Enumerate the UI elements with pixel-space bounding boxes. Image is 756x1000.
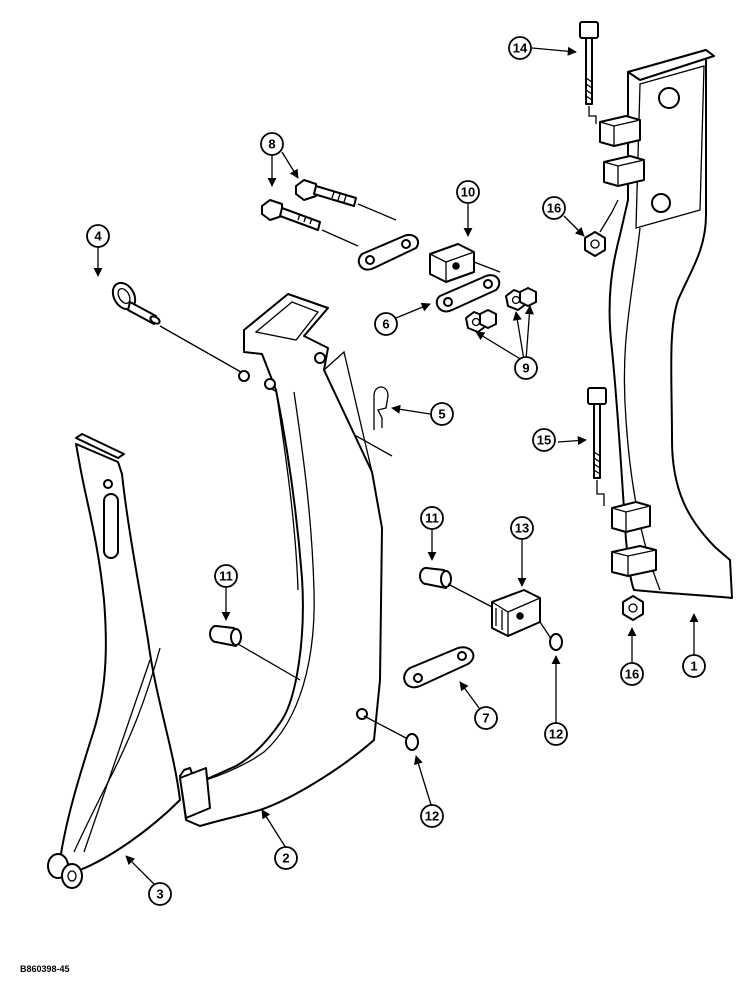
svg-text:1: 1 bbox=[690, 659, 697, 674]
callout-11-right: 11 bbox=[420, 506, 444, 530]
bushing-11-right bbox=[419, 567, 452, 589]
assembly-line bbox=[321, 203, 397, 247]
assembly-line bbox=[596, 480, 605, 506]
callout-11-left: 11 bbox=[214, 564, 238, 588]
callout-12-right: 12 bbox=[544, 722, 568, 746]
svg-text:4: 4 bbox=[94, 229, 102, 244]
callout-13: 13 bbox=[510, 516, 534, 540]
spacer-block-10 bbox=[429, 243, 475, 283]
leader-arrows bbox=[93, 46, 699, 885]
svg-text:10: 10 bbox=[461, 185, 475, 200]
clevis-13 bbox=[491, 589, 541, 637]
svg-text:16: 16 bbox=[547, 201, 561, 216]
callout-3: 3 bbox=[148, 882, 172, 906]
assembly-line bbox=[473, 261, 501, 273]
svg-text:12: 12 bbox=[549, 727, 563, 742]
callout-6: 6 bbox=[374, 312, 398, 336]
assembly-line bbox=[363, 715, 407, 739]
callout-10: 10 bbox=[456, 180, 480, 204]
svg-text:2: 2 bbox=[282, 851, 289, 866]
callout-2: 2 bbox=[274, 846, 298, 870]
hairpin-clip-5 bbox=[373, 386, 389, 430]
bolt-14 bbox=[579, 21, 599, 105]
callout-15: 15 bbox=[532, 428, 556, 452]
bolts-8 bbox=[261, 179, 357, 231]
rings-12 bbox=[405, 633, 563, 751]
svg-text:15: 15 bbox=[537, 433, 551, 448]
callout-5: 5 bbox=[430, 402, 454, 426]
svg-text:12: 12 bbox=[425, 809, 439, 824]
svg-text:6: 6 bbox=[382, 317, 389, 332]
callout-9: 9 bbox=[514, 356, 538, 380]
svg-text:8: 8 bbox=[268, 137, 275, 152]
callout-12-left: 12 bbox=[420, 804, 444, 828]
svg-text:16: 16 bbox=[625, 667, 639, 682]
link-7 bbox=[403, 646, 475, 689]
spacer-blocks-lower bbox=[611, 501, 657, 577]
nuts-9 bbox=[465, 287, 537, 333]
nut-16-lower bbox=[622, 595, 644, 621]
svg-text:7: 7 bbox=[482, 711, 489, 726]
link-plates-6 bbox=[357, 234, 501, 313]
callout-8: 8 bbox=[260, 132, 284, 156]
assembly-line bbox=[237, 643, 301, 681]
callout-4: 4 bbox=[86, 224, 110, 248]
pin-4 bbox=[111, 281, 161, 325]
callout-14: 14 bbox=[508, 36, 532, 60]
assembly-line bbox=[159, 325, 249, 377]
spacer-blocks-upper bbox=[599, 115, 645, 187]
svg-text:3: 3 bbox=[156, 887, 163, 902]
bolt-15 bbox=[587, 387, 607, 479]
callout-7: 7 bbox=[474, 706, 498, 730]
assembly-line bbox=[539, 621, 553, 641]
nut-16-upper bbox=[584, 199, 619, 257]
callout-16-lower: 16 bbox=[620, 662, 644, 686]
callout-1: 1 bbox=[682, 654, 706, 678]
svg-text:11: 11 bbox=[219, 569, 233, 584]
standard-part bbox=[179, 293, 383, 827]
assembly-line bbox=[447, 583, 495, 609]
shank-3 bbox=[47, 433, 181, 889]
svg-text:5: 5 bbox=[438, 407, 445, 422]
svg-text:9: 9 bbox=[522, 361, 529, 376]
svg-text:11: 11 bbox=[425, 511, 439, 526]
svg-text:14: 14 bbox=[513, 41, 528, 56]
figure-code: B860398-45 bbox=[20, 964, 70, 974]
assembly-line bbox=[588, 106, 597, 124]
bushing-11-left bbox=[209, 625, 242, 647]
svg-text:13: 13 bbox=[515, 521, 529, 536]
callout-16-upper: 16 bbox=[542, 196, 566, 220]
